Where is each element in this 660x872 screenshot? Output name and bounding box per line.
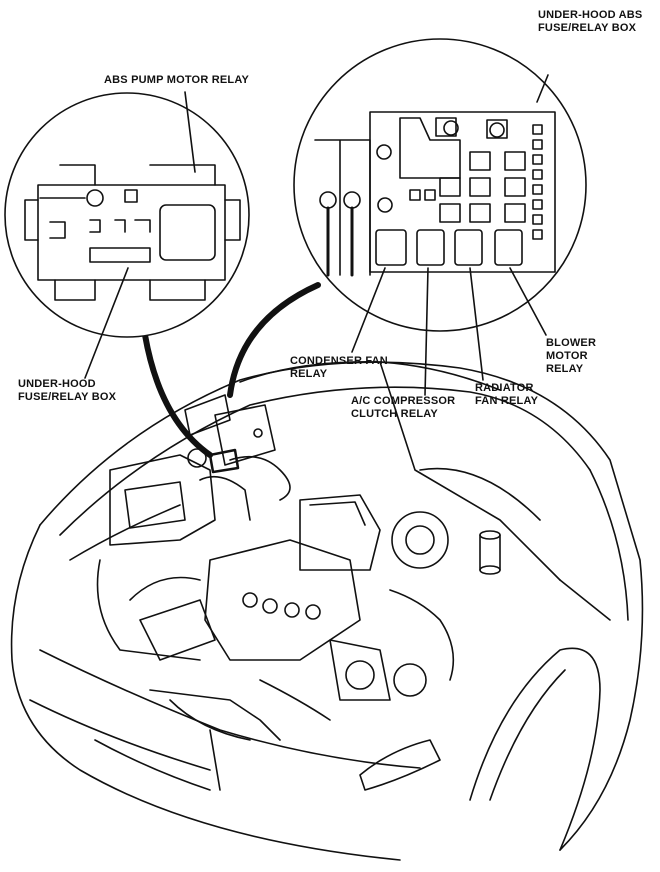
label-radiator-fan-relay: RADIATOR FAN RELAY: [475, 382, 539, 407]
label-condenser-fan-relay: CONDENSER FAN RELAY: [290, 355, 388, 380]
abs-detail-circle: [4, 92, 250, 338]
leader-under-hood-box: [84, 267, 129, 379]
engine-assembly: [96, 454, 501, 741]
leader-radiator: [469, 267, 484, 381]
relay-box-detail-circle: [293, 38, 587, 332]
zoom-leader-left: [142, 332, 213, 458]
leader-abs-box: [536, 74, 549, 103]
leader-abs-pump: [184, 91, 196, 173]
zoom-leader-right: [227, 282, 321, 398]
label-ac-compressor-clutch-relay: A/C COMPRESSOR CLUTCH RELAY: [351, 395, 456, 420]
leader-blower: [509, 267, 547, 336]
leader-ac: [424, 267, 429, 396]
label-under-hood-box: UNDER-HOOD FUSE/RELAY BOX: [18, 378, 117, 403]
label-abs-pump-motor-relay: ABS PUMP MOTOR RELAY: [104, 74, 249, 86]
bay-fuse-box: [184, 394, 276, 474]
label-under-hood-abs-box: UNDER-HOOD ABS FUSE/RELAY BOX: [538, 9, 643, 34]
label-blower-motor-relay: BLOWER MOTOR RELAY: [546, 337, 597, 375]
car-body: [10, 361, 644, 861]
leader-condenser: [351, 267, 386, 353]
